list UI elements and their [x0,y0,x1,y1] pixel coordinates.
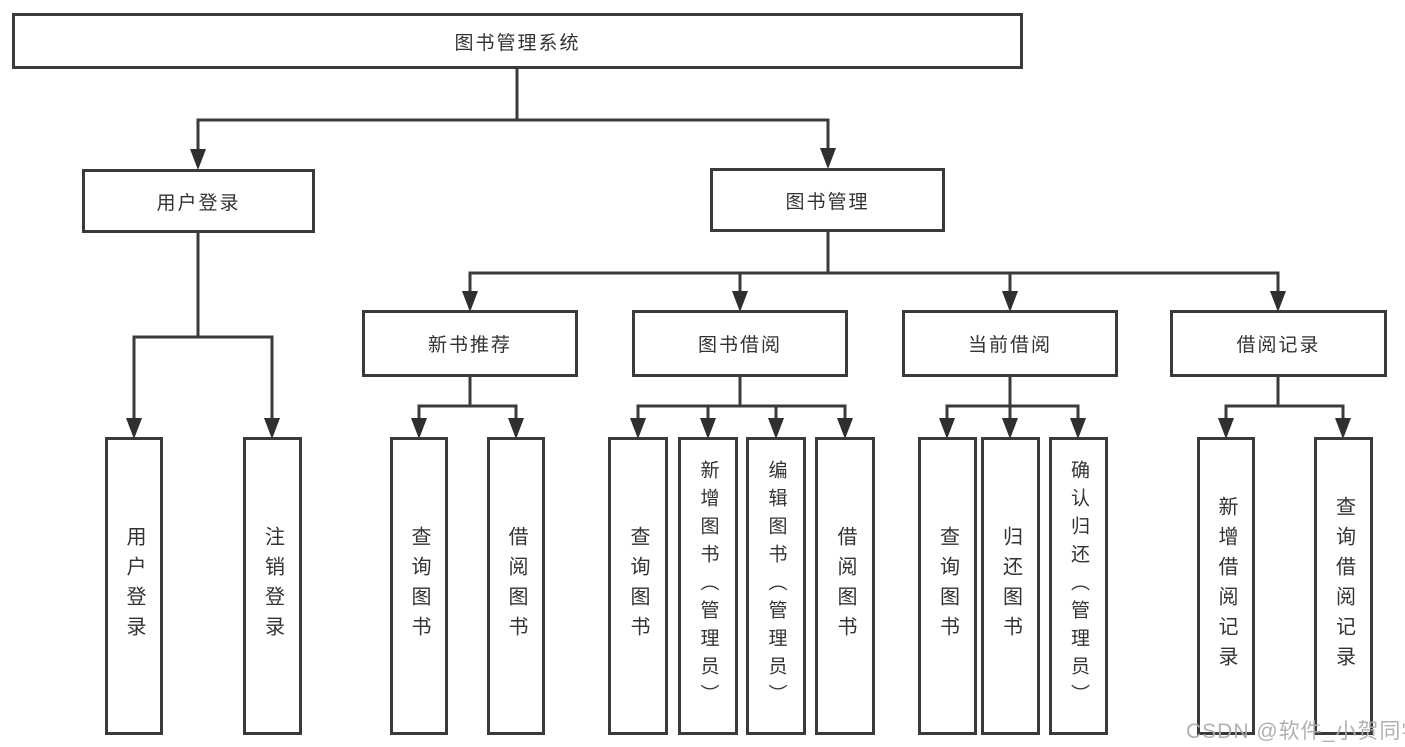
leaf-borrow-books-2-label: 借阅图书 [834,526,856,646]
node-root: 图书管理系统 [12,13,1023,69]
leaf-logout-label: 注销登录 [261,526,284,646]
leaf-query-borrow-record-label: 查询借阅记录 [1332,496,1355,676]
leaf-query-books-1: 查询图书 [390,437,448,735]
node-borrow-records-label: 借阅记录 [1236,335,1321,356]
leaf-borrow-books-1-label: 借阅图书 [505,526,527,646]
leaf-query-books-3-label: 查询图书 [936,526,959,646]
leaf-user-login: 用户登录 [105,437,163,735]
node-current-borrow: 当前借阅 [902,310,1118,377]
node-root-label: 图书管理系统 [454,32,581,54]
leaf-query-books-2-label: 查询图书 [627,526,649,646]
leaf-query-books-3: 查询图书 [918,437,977,735]
leaf-confirm-return-admin: 确认归还（管理员） [1049,437,1108,735]
leaf-query-borrow-record: 查询借阅记录 [1314,437,1373,735]
leaf-add-borrow-record: 新增借阅记录 [1197,437,1255,735]
node-new-book-recommend-label: 新书推荐 [427,335,512,356]
csdn-watermark: CSDN @软件_小贺同学 [1186,720,1405,743]
leaf-user-login-label: 用户登录 [123,526,145,646]
leaf-add-books-admin: 新增图书（管理员） [678,437,738,735]
node-user-login-label: 用户登录 [156,192,241,214]
node-borrow-records: 借阅记录 [1170,310,1387,377]
leaf-logout: 注销登录 [243,437,302,735]
leaf-edit-books-admin-label: 编辑图书（管理员） [765,460,787,712]
leaf-query-books-2: 查询图书 [608,437,668,735]
leaf-edit-books-admin: 编辑图书（管理员） [746,437,806,735]
leaf-return-books-label: 归还图书 [999,526,1022,646]
node-book-management-label: 图书管理 [785,191,870,213]
node-book-management: 图书管理 [710,168,945,232]
node-book-borrow-label: 图书借阅 [697,335,782,356]
leaf-query-books-1-label: 查询图书 [408,526,430,646]
leaf-add-borrow-record-label: 新增借阅记录 [1215,496,1237,676]
node-new-book-recommend: 新书推荐 [362,310,578,377]
leaf-add-books-admin-label: 新增图书（管理员） [697,460,719,712]
leaf-borrow-books-1: 借阅图书 [487,437,545,735]
node-current-borrow-label: 当前借阅 [967,335,1052,356]
leaf-borrow-books-2: 借阅图书 [815,437,875,735]
node-book-borrow: 图书借阅 [632,310,848,377]
node-user-login: 用户登录 [82,169,315,233]
leaf-confirm-return-admin-label: 确认归还（管理员） [1068,460,1089,712]
leaf-return-books: 归还图书 [981,437,1040,735]
